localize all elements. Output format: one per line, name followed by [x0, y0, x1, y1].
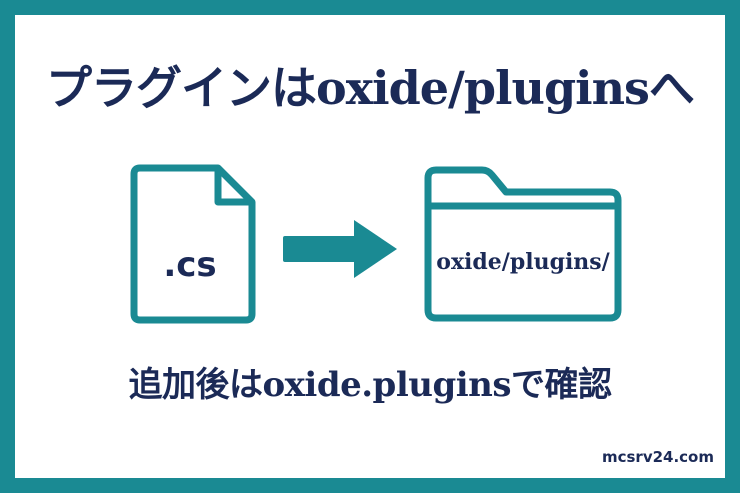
- site-url: mcsrv24.com: [601, 448, 714, 466]
- arrow-right-icon: [283, 220, 397, 278]
- subtitle: 追加後はoxide.pluginsで確認: [128, 365, 612, 405]
- file-extension-label: .cs: [163, 245, 216, 285]
- file-icon: .cs: [130, 164, 256, 324]
- folder-path-label: oxide/plugins/: [436, 249, 610, 275]
- headline: プラグインはoxide/pluginsへ: [46, 61, 695, 115]
- folder-icon: oxide/plugins/: [424, 166, 622, 322]
